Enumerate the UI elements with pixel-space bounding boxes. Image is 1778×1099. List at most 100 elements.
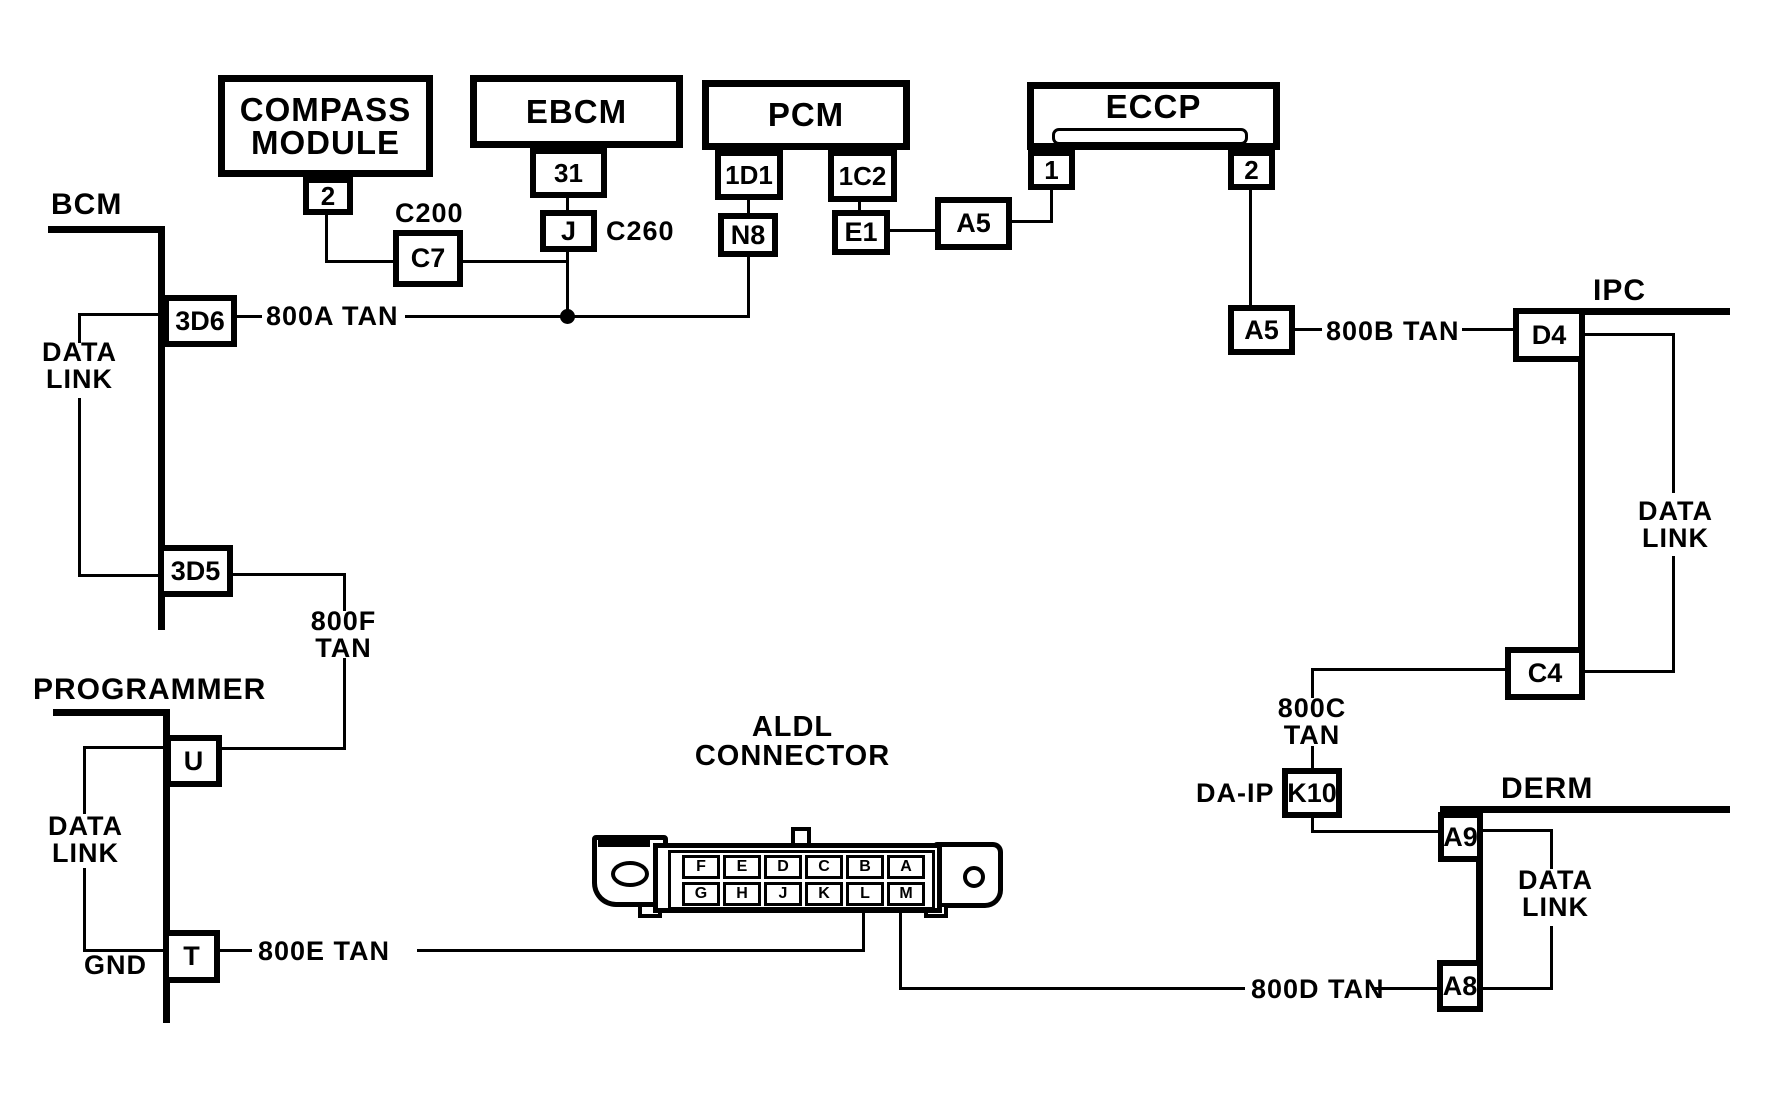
- programmer-rail-vertical: [163, 709, 170, 1023]
- wire-k10-to-a9: [1311, 830, 1440, 833]
- derm-bracket-top: [1483, 829, 1553, 832]
- compass-module-box: COMPASS MODULE: [218, 75, 433, 177]
- aldl-pin-e: E: [723, 855, 761, 879]
- derm-rail-vertical: [1476, 810, 1483, 1012]
- ipc-rail-vertical: [1578, 312, 1585, 652]
- wire-1c2-to-e1: [858, 200, 861, 212]
- aldl-pin-h: H: [723, 882, 761, 906]
- wire-n8-down: [747, 255, 750, 317]
- wire-label-800e-tan: 800E TAN: [258, 936, 391, 966]
- aldl-pin-j: J: [764, 882, 802, 906]
- aldl-pin-g: G: [682, 882, 720, 906]
- bcm-bracket-v1: [78, 313, 81, 343]
- wire-800d-left: [899, 987, 1245, 990]
- ipc-bracket-v2: [1672, 556, 1675, 673]
- bcm-bracket-v2: [78, 398, 81, 577]
- wire-3d6-stub: [237, 315, 262, 318]
- wire-j-down: [566, 250, 569, 318]
- wire-t-stub: [220, 949, 252, 952]
- bcm-rail-vertical: [158, 226, 165, 630]
- eccp-pin-2: 2: [1228, 150, 1275, 190]
- pcm-box: PCM: [702, 80, 910, 150]
- ipc-bracket-top: [1585, 333, 1675, 336]
- derm-bracket-v2: [1550, 926, 1553, 990]
- pcm-label: PCM: [767, 96, 845, 133]
- wire-3d5-right: [233, 573, 346, 576]
- aldl-pin-l: L: [846, 882, 884, 906]
- ebcm-label: EBCM: [525, 92, 628, 130]
- aldl-pin-f: F: [682, 855, 720, 879]
- aldl-pin-a: A: [887, 855, 925, 879]
- ipc-bracket-bottom: [1585, 670, 1675, 673]
- wire-compass-to-c7: [325, 260, 395, 263]
- wire-800c-v1: [1311, 668, 1314, 698]
- programmer-bracket-top: [83, 746, 165, 749]
- programmer-pin-t: T: [163, 930, 220, 983]
- aldl-bottom-pin-row: G H J K L M: [682, 882, 925, 906]
- wire-eccp2-down: [1249, 188, 1252, 305]
- wire-c7-to-j: [461, 260, 568, 263]
- bcm-bracket-top: [78, 313, 163, 316]
- pcm-pin-1c2: 1C2: [828, 150, 897, 202]
- wire-800c-v2: [1311, 746, 1314, 770]
- wire-31-to-j: [566, 196, 569, 212]
- aldl-pin-m: M: [887, 882, 925, 906]
- ipc-bracket-v1: [1672, 333, 1675, 493]
- ebcm-box: EBCM: [470, 75, 683, 148]
- wire-1d1-to-n8: [747, 198, 750, 215]
- wire-a5b-stub: [1293, 328, 1322, 331]
- connector-k10: K10: [1282, 768, 1342, 818]
- eccp-label: ECCP: [1105, 88, 1202, 125]
- connector-a5-second: A5: [1228, 305, 1295, 355]
- bcm-pin-3d5: 3D5: [158, 545, 233, 597]
- wire-aldl-l-down: [862, 910, 865, 952]
- derm-data-link-label: DATA LINK: [1518, 865, 1593, 922]
- wire-800b-to-d4: [1462, 328, 1515, 331]
- compass-module-label: COMPASS MODULE: [239, 91, 412, 161]
- derm-rail-horizontal: [1440, 806, 1730, 813]
- wire-aldl-m-down: [899, 910, 902, 990]
- programmer-bracket-bottom: [83, 949, 163, 952]
- connector-j: J: [540, 210, 597, 252]
- ipc-data-link-label: DATA LINK: [1638, 496, 1713, 553]
- wire-label-800a-tan: 800A TAN: [266, 301, 399, 331]
- bcm-bracket-bottom: [78, 574, 158, 577]
- wire-k10-down: [1311, 816, 1314, 833]
- aldl-pin-b: B: [846, 855, 884, 879]
- programmer-bracket-v1: [83, 746, 86, 814]
- wire-800d-right: [1372, 987, 1437, 990]
- ipc-pin-d4: D4: [1513, 308, 1585, 362]
- aldl-pin-c: C: [805, 855, 843, 879]
- connector-n8: N8: [718, 213, 778, 257]
- wire-label-800f-tan: 800F TAN: [310, 606, 377, 663]
- wire-a5-to-eccp1-h: [1010, 220, 1053, 223]
- wire-800a-run: [405, 315, 750, 318]
- aldl-top-pin-row: F E D C B A: [682, 855, 925, 879]
- pcm-pin-1d1: 1D1: [715, 150, 783, 200]
- junction-dot: [560, 309, 575, 324]
- connector-name-da-ip: DA-IP: [1196, 778, 1275, 808]
- bcm-pin-3d6: 3D6: [163, 295, 237, 347]
- connector-name-c200: C200: [395, 198, 464, 228]
- wire-a5-to-eccp1-v: [1050, 188, 1053, 223]
- bcm-rail-horizontal: [48, 226, 165, 233]
- wire-800e-run: [417, 949, 865, 952]
- wire-800f-v2: [343, 658, 346, 750]
- bcm-data-link-label: DATA LINK: [42, 337, 117, 394]
- connector-a5-first: A5: [935, 197, 1012, 250]
- wire-c4-left: [1313, 668, 1507, 671]
- wire-e1-to-a5: [888, 229, 935, 232]
- ipc-rail-horizontal: [1580, 308, 1730, 315]
- wire-800f-to-u: [222, 747, 346, 750]
- connector-name-c260: C260: [606, 216, 675, 246]
- wire-label-800b-tan: 800B TAN: [1326, 316, 1460, 346]
- aldl-pin-d: D: [764, 855, 802, 879]
- wire-label-800d-tan: 800D TAN: [1251, 974, 1385, 1004]
- ipc-pin-c4: C4: [1505, 647, 1585, 700]
- programmer-bracket-v2: [83, 868, 86, 952]
- derm-pin-a8: A8: [1437, 960, 1483, 1012]
- ebcm-pin-31: 31: [530, 148, 607, 198]
- gnd-label: GND: [84, 950, 147, 980]
- aldl-left-ear-hole: [611, 861, 649, 887]
